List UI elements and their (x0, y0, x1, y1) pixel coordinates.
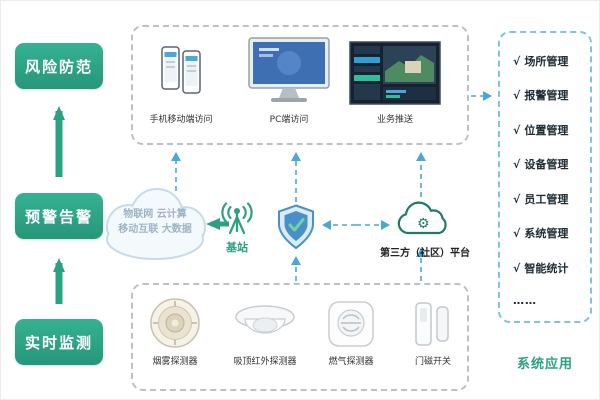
smoke-detector-device: 烟雾探测器 (139, 297, 211, 367)
stage-realtime-monitoring: 实时监测 (15, 319, 103, 365)
security-shield-icon (278, 204, 314, 250)
desktop-monitor-icon (248, 37, 330, 102)
gas-detector-icon (328, 301, 374, 347)
app-item-label: 报警管理 (524, 89, 569, 103)
cloud-keywords: 物联网 云计算 移动互联 大数据 (103, 207, 207, 237)
app-item-statistics: √智能统计 (513, 260, 584, 276)
business-push-label: 业务推送 (376, 115, 413, 125)
base-station-antenna-icon (221, 202, 253, 235)
app-item-label: 场所管理 (524, 55, 569, 68)
app-item-label: 系统管理 (524, 227, 569, 241)
terminal-access-box (131, 25, 469, 145)
app-item-label: 位置管理 (524, 123, 569, 137)
system-application-title: 系统应用 (516, 357, 573, 372)
app-item-label: 员工管理 (524, 192, 569, 206)
pc-access-device: PC端访问 (241, 37, 337, 125)
iot-cloud-icon (106, 188, 206, 260)
check-mark: √ (513, 55, 521, 68)
app-item-label: 设备管理 (524, 158, 569, 172)
ceiling-infrared-icon (235, 305, 295, 334)
check-mark: √ (513, 192, 521, 206)
app-item-label: 智能统计 (524, 261, 569, 275)
app-item-system: √系统管理 (513, 225, 584, 241)
cloud-keywords-line1: 物联网 云计算 (123, 209, 187, 220)
mobile-access-device: 手机移动端访问 (143, 41, 219, 125)
check-mark: √ (513, 227, 521, 241)
app-item-alarm: √报警管理 (513, 87, 584, 103)
pc-access-label: PC端访问 (269, 115, 309, 125)
ceiling-pir-device: 吸顶红外探测器 (225, 301, 305, 367)
ceiling-pir-label: 吸顶红外探测器 (233, 357, 297, 367)
stage-risk-prevention: 风险防范 (15, 43, 103, 89)
gas-detector-label: 燃气探测器 (328, 357, 374, 367)
dashboard-screen-icon (349, 41, 441, 105)
smoke-detector-label: 烟雾探测器 (152, 357, 198, 367)
app-item-location: √位置管理 (513, 122, 584, 138)
smartphone-icon (161, 46, 201, 94)
door-contact-label: 门磁开关 (414, 357, 451, 367)
third-party-platform-label: 第三方（社区）平台 (380, 248, 470, 259)
check-mark: √ (513, 123, 521, 137)
door-magnet-icon (415, 302, 449, 346)
check-mark: √ (513, 89, 521, 103)
check-mark: √ (513, 261, 521, 275)
app-item-equipment: √设备管理 (513, 156, 584, 172)
cloud-keywords-line2: 移动互联 大数据 (118, 224, 192, 235)
mobile-access-label: 手机移动端访问 (149, 115, 213, 125)
third-party-cloud-icon: ⚙ (397, 201, 447, 235)
stage-early-warning: 预警告警 (15, 193, 103, 239)
base-station-label: 基站 (226, 241, 248, 254)
smoke-detector-icon (150, 298, 200, 348)
check-mark: √ (513, 158, 521, 172)
app-item-staff: √员工管理 (513, 191, 584, 207)
business-push-device: 业务推送 (345, 41, 445, 125)
gas-detector-device: 燃气探测器 (315, 299, 387, 367)
app-item-ellipsis: …… (513, 293, 537, 307)
app-item-place: √场所管理 (513, 53, 584, 69)
sensor-box (131, 283, 469, 391)
system-application-box: √场所管理 √报警管理 √位置管理 √设备管理 √员工管理 √系统管理 √智能统… (498, 31, 592, 323)
gear-icon: ⚙ (417, 216, 430, 232)
door-contact-device: 门磁开关 (399, 299, 467, 367)
